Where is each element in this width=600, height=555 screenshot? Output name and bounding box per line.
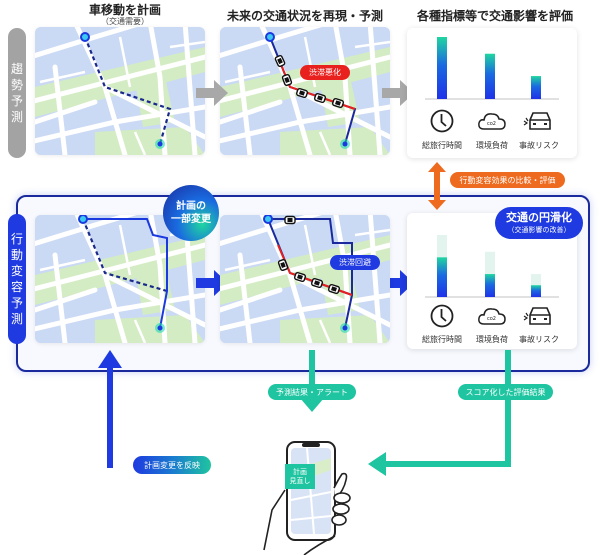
original-route (81, 218, 168, 293)
reflect-change-badge: 計画変更を反映 (133, 456, 211, 474)
column-subtitle-plan: （交通需要） (101, 17, 149, 26)
metrics-bar-chart-behavior (425, 235, 559, 298)
metric-label: 環境負荷 (476, 141, 508, 150)
smartphone-hand-illustration (263, 441, 351, 555)
comparison-badge: 行動変容効果の比較・評価 (450, 172, 565, 188)
blue-arrow-2 (382, 270, 414, 296)
congestion-worse-badge: 渋滞悪化 (300, 65, 350, 80)
co2-cloud-icon: co2 (478, 308, 506, 325)
column-title-reproduce: 未来の交通状況を再現・予測 (226, 9, 383, 23)
changed-route (83, 218, 168, 329)
map-trend-plan (35, 27, 205, 155)
car-crash-icon (523, 307, 551, 325)
metric-label: 事故リスク (519, 335, 559, 344)
column-title-plan: 車移動を計画 (88, 3, 161, 17)
smoothing-badge: 交通の円滑化 （交通影響の改善） (495, 207, 583, 239)
reflect-arrow-head (98, 350, 122, 368)
bar-after-総旅行時間 (437, 257, 447, 297)
phone-screen-badge: 計画 見直し (285, 464, 315, 489)
bar-after-環境負荷 (485, 274, 495, 297)
origin-marker (80, 32, 90, 42)
metric-label: 総旅行時間 (422, 335, 462, 344)
bar-事故リスク (531, 76, 541, 99)
svg-text:co2: co2 (487, 121, 496, 127)
evaluation-card-behavior: 交通の円滑化 （交通影響の改善） co2 総旅行時間 環境負荷 事故リスク (407, 207, 583, 349)
row-label-trend: 趨 勢 予 測 (8, 28, 26, 158)
scored-result-badge: スコア化した評価結果 (458, 384, 553, 400)
bar-after-事故リスク (531, 285, 541, 297)
clock-icon (430, 109, 454, 133)
co2-cloud-icon: co2 (478, 113, 506, 130)
svg-text:co2: co2 (487, 316, 496, 322)
metric-label: 事故リスク (519, 141, 559, 150)
gray-arrow-2 (382, 80, 414, 106)
bar-環境負荷 (485, 53, 495, 99)
prediction-alert-badge: 予測結果・アラート (268, 384, 356, 400)
map-trend-reproduce: 渋滞悪化 (220, 27, 390, 155)
metric-label: 総旅行時間 (422, 141, 462, 150)
plan-change-badge: 計画の 一部変更 (163, 185, 219, 241)
row-label-behavior: 行 動 変 容 予 測 (8, 214, 26, 344)
column-title-evaluate: 各種指標等で交通影響を評価 (416, 9, 573, 23)
avoidance-route (268, 218, 353, 329)
comparison-double-arrow (428, 162, 446, 210)
gray-arrow-1 (196, 80, 228, 106)
congestion-avoid-badge: 渋滞回避 (330, 255, 380, 270)
clock-icon (430, 304, 454, 328)
metrics-bar-chart-trend (425, 37, 559, 100)
map-behavior-reproduce: 渋滞回避 (220, 215, 390, 343)
destination-marker (157, 141, 163, 147)
evaluation-card-trend: co2 総旅行時間 環境負荷 事故リスク (407, 28, 577, 158)
planned-route (83, 36, 172, 145)
metric-label: 環境負荷 (476, 335, 508, 344)
car-crash-icon (523, 112, 551, 130)
bar-総旅行時間 (437, 37, 447, 99)
